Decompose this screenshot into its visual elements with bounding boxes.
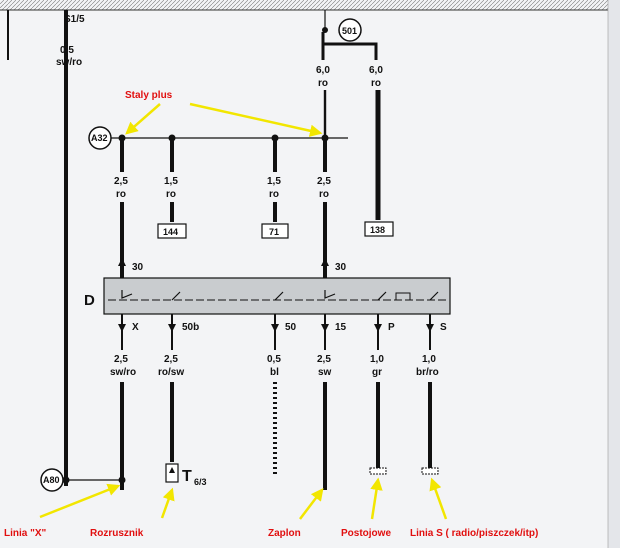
ignition-switch-d (103, 277, 451, 315)
terminal-30-right: 30 (335, 262, 347, 273)
wire-color-label: ro (371, 78, 381, 89)
wire-gauge-label: 2,5 (114, 176, 128, 187)
wire-color-label: ro (318, 78, 328, 89)
arrow-staly-plus-right (189, 102, 323, 137)
wire-color-label: gr (372, 367, 382, 378)
arrow-staly-plus-left (125, 103, 161, 135)
terminal-30-left: 30 (132, 262, 144, 273)
marker-501-label: 501 (342, 26, 357, 36)
wire-gauge-label: 6,0 (316, 65, 330, 76)
connector-label-s15: S1/5 (64, 14, 85, 25)
annotation-staly-plus: Staly plus (125, 90, 173, 101)
terminal-50b: 50b (182, 322, 199, 333)
connector-t-sub: 6/3 (194, 477, 207, 487)
wire-gauge-label: 2,5 (317, 354, 331, 365)
marker-a80-label: A80 (43, 475, 60, 485)
wire-color-label: sw/ro (56, 57, 82, 68)
wire-gauge-label: 6,0 (369, 65, 383, 76)
wire-gauge-label: 1,5 (164, 176, 178, 187)
annotation-zaplon: Zaplon (268, 528, 301, 539)
wire-color-label: br/ro (416, 367, 439, 378)
arrow-rozrusznik (160, 487, 175, 519)
arrow-zaplon (299, 488, 324, 520)
terminal-50: 50 (285, 322, 297, 333)
page-edge (608, 0, 620, 548)
wire-gauge-label: 1,0 (422, 354, 436, 365)
wire-gauge-label: 2,5 (164, 354, 178, 365)
wire-color-label: bl (270, 367, 279, 378)
ref-box-label: 138 (370, 225, 385, 235)
terminal-p: P (388, 322, 395, 333)
top-hatch-border (0, 0, 620, 10)
ref-box-71 (261, 223, 289, 239)
wire-color-label: ro (269, 189, 279, 200)
wire-gauge-label: 0,5 (267, 354, 281, 365)
wire-color-label: ro/sw (158, 367, 184, 378)
terminal-end-s (421, 467, 439, 475)
annotation-postojowe: Postojowe (341, 528, 391, 539)
marker-a32-label: A32 (91, 133, 108, 143)
ref-box-144 (157, 223, 187, 239)
wire-6-0-bridge (321, 32, 378, 60)
wire-gauge-label: 2,5 (114, 354, 128, 365)
wire-gauge-label: 2,5 (317, 176, 331, 187)
ref-box-label: 71 (269, 227, 279, 237)
terminal-x: X (132, 322, 139, 333)
connector-t-label: T (182, 468, 192, 485)
marker-501-circle (338, 18, 362, 42)
ref-box-138 (364, 221, 394, 237)
wire-color-label: ro (319, 189, 329, 200)
wire-color-label: sw (318, 367, 332, 378)
annotation-linia-x: Linia "X" (4, 528, 47, 539)
wire-color-label: ro (166, 189, 176, 200)
arrow-postojowe (370, 477, 383, 520)
terminal-15: 15 (335, 322, 347, 333)
arrow-linia-x (39, 483, 121, 519)
switch-label-d: D (84, 292, 95, 309)
annotation-rozrusznik: Rozrusznik (90, 528, 144, 539)
terminal-s: S (440, 322, 447, 333)
wire-gauge-label: 1,5 (267, 176, 281, 187)
wire-gauge-label: 1,0 (370, 354, 384, 365)
wire-gauge-label: 0,5 (60, 45, 74, 56)
wire-color-label: sw/ro (110, 367, 136, 378)
ref-box-label: 144 (163, 227, 178, 237)
wire-color-label: ro (116, 189, 126, 200)
terminal-end-p (369, 467, 387, 475)
arrow-linia-s (429, 477, 448, 520)
annotation-linia-s: Linia S ( radio/piszczek/itp) (410, 528, 538, 539)
